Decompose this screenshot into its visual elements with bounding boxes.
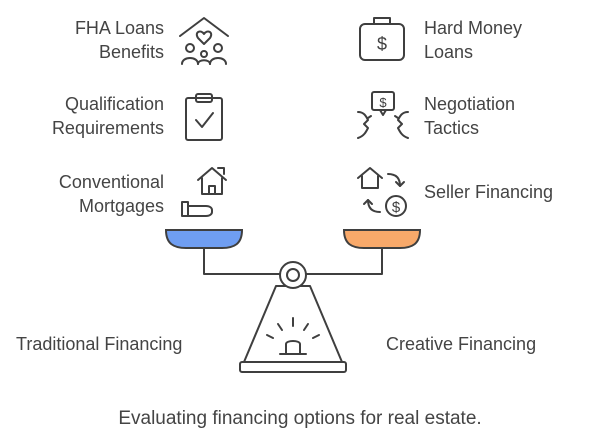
clipboard-check-icon <box>185 93 223 141</box>
scale-foot <box>239 361 347 373</box>
right-pan-string <box>303 245 383 275</box>
money-bag-icon: $ <box>359 17 405 61</box>
svg-text:$: $ <box>392 199 401 216</box>
negotiation-faces-icon: $ <box>357 91 409 139</box>
house-in-hand-icon <box>181 167 227 217</box>
right-pan <box>342 229 422 249</box>
svg-text:$: $ <box>379 95 387 110</box>
scale-pivot <box>279 261 307 289</box>
left-pan-string <box>203 245 283 275</box>
caption: Evaluating financing options for real es… <box>118 408 482 429</box>
label-creative-financing: Creative Financing <box>386 334 537 354</box>
house-money-exchange-icon: $ <box>357 167 407 217</box>
svg-text:$: $ <box>377 34 387 54</box>
label-seller-financing: Seller Financing <box>424 182 554 202</box>
label-traditional-financing: Traditional Financing <box>16 334 183 354</box>
family-house-icon <box>179 17 229 65</box>
left-pan <box>164 229 244 249</box>
